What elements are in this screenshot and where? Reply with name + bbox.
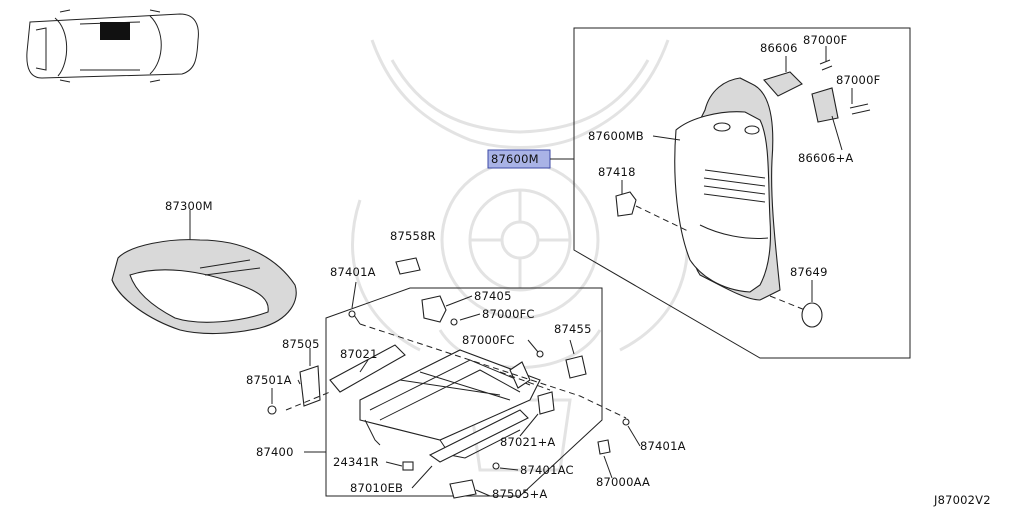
label-87000F-side[interactable]: 87000F xyxy=(836,73,880,87)
label-87405[interactable]: 87405 xyxy=(474,289,512,303)
label-87505A[interactable]: 87505+A xyxy=(492,487,548,501)
seat-location-marker xyxy=(100,22,130,40)
label-87000F-top[interactable]: 87000F xyxy=(803,33,847,47)
label-87300M[interactable]: 87300M xyxy=(165,199,213,213)
label-86606A[interactable]: 86606+A xyxy=(798,151,854,165)
part-labels: 86606 87000F 87000F 87600MB 86606+A 8741… xyxy=(165,33,991,507)
label-87401AC[interactable]: 87401AC xyxy=(520,463,574,477)
label-86606[interactable]: 86606 xyxy=(760,41,798,55)
label-87401A-left[interactable]: 87401A xyxy=(330,265,376,279)
watermark-emblem xyxy=(351,39,689,472)
label-87401A-right[interactable]: 87401A xyxy=(640,439,686,453)
seat-back-group xyxy=(573,27,911,359)
label-87000FC-upper[interactable]: 87000FC xyxy=(482,307,535,321)
label-87010EB[interactable]: 87010EB xyxy=(350,481,403,495)
label-87000AA[interactable]: 87000AA xyxy=(596,475,650,489)
label-87600MB[interactable]: 87600MB xyxy=(588,129,644,143)
label-87000FC-lower[interactable]: 87000FC xyxy=(462,333,515,347)
label-87021A[interactable]: 87021+A xyxy=(500,435,556,449)
label-87649[interactable]: 87649 xyxy=(790,265,828,279)
label-87418[interactable]: 87418 xyxy=(598,165,636,179)
label-87455[interactable]: 87455 xyxy=(554,322,592,336)
label-87501A[interactable]: 87501A xyxy=(246,373,292,387)
label-24341R[interactable]: 24341R xyxy=(333,455,379,469)
highlighted-part-callout[interactable]: 87600M xyxy=(487,149,574,169)
label-87600M[interactable]: 87600M xyxy=(491,152,539,166)
seat-cushion-group xyxy=(111,210,297,335)
label-87400[interactable]: 87400 xyxy=(256,445,294,459)
car-locator-thumbnail xyxy=(26,9,199,83)
label-87505[interactable]: 87505 xyxy=(282,337,320,351)
label-87558R[interactable]: 87558R xyxy=(390,229,436,243)
seat-frame-group xyxy=(267,257,641,499)
diagram-code: J87002V2 xyxy=(933,493,991,507)
label-87021[interactable]: 87021 xyxy=(340,347,378,361)
